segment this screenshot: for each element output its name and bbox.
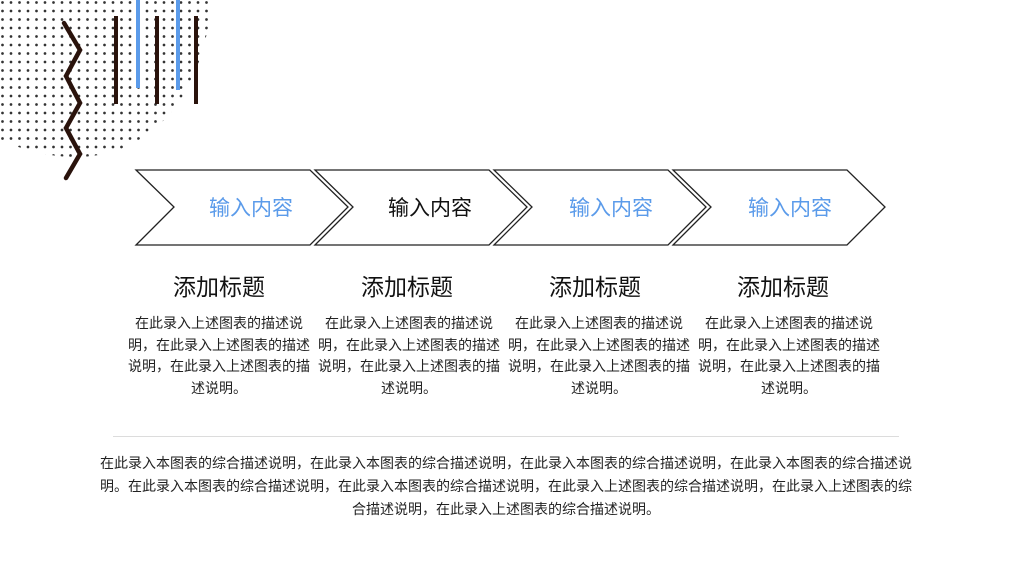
chevron-arrow-1: [134, 169, 349, 246]
divider: [113, 436, 899, 437]
chevron-arrow-2: [313, 169, 528, 246]
step-description-4: 在此录入上述图表的描述说明，在此录入上述图表的描述说明，在此录入上述图表的描述说…: [698, 316, 880, 397]
arrow-label-1: 输入内容: [209, 196, 293, 220]
step-title-2: 添加标题: [361, 275, 453, 301]
step-title-4: 添加标题: [737, 275, 829, 301]
zigzag-line: [61, 20, 83, 181]
step-title-3: 添加标题: [549, 275, 641, 301]
chevron-arrow-3: [492, 169, 707, 246]
step-description-1: 在此录入上述图表的描述说明，在此录入上述图表的描述说明，在此录入上述图表的描述说…: [128, 316, 310, 397]
arrow-label-2: 输入内容: [388, 196, 472, 220]
arrow-label-3: 输入内容: [569, 196, 653, 220]
summary-text: 在此录入本图表的综合描述说明，在此录入本图表的综合描述说明，在此录入本图表的综合…: [100, 456, 912, 518]
arrow-label-4: 输入内容: [748, 196, 832, 220]
step-description-3: 在此录入上述图表的描述说明，在此录入上述图表的描述说明，在此录入上述图表的描述说…: [508, 316, 690, 397]
corner-decoration: [0, 0, 212, 181]
step-description-2: 在此录入上述图表的描述说明，在此录入上述图表的描述说明，在此录入上述图表的描述说…: [318, 316, 500, 397]
chevron-arrow-4: [671, 169, 886, 246]
step-title-1: 添加标题: [173, 275, 265, 301]
